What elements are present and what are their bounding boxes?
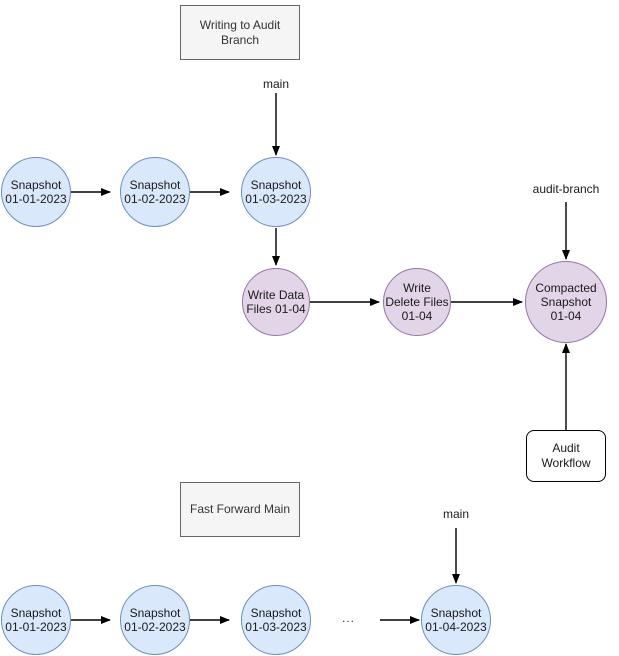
node-snapshot-01-02-2023-bottom[interactable]: Snapshot 01-02-2023 [120,585,190,655]
node-snapshot-01-04-2023-bottom[interactable]: Snapshot 01-04-2023 [421,585,491,655]
node-snapshot-01-01-2023-top[interactable]: Snapshot 01-01-2023 [1,157,71,227]
node-audit-workflow[interactable]: Audit Workflow [526,430,606,482]
node-compacted-snapshot[interactable]: Compacted Snapshot 01-04 [525,261,607,343]
node-snapshot-01-03-2023-bottom[interactable]: Snapshot 01-03-2023 [241,585,311,655]
branch-label-main-bottom: main [442,507,469,521]
ellipsis-label: ... [342,611,356,625]
branch-label-main-top: main [262,77,289,91]
node-write-data-files[interactable]: Write Data Files 01-04 [242,268,310,336]
group-fast-forward-main[interactable]: Fast Forward Main [180,482,300,537]
group-writing-to-audit-branch[interactable]: Writing to Audit Branch [180,5,300,60]
node-write-delete-files[interactable]: Write Delete Files 01-04 [383,268,451,336]
node-snapshot-01-03-2023-top[interactable]: Snapshot 01-03-2023 [241,157,311,227]
branch-label-audit-branch: audit-branch [532,182,600,196]
node-snapshot-01-01-2023-bottom[interactable]: Snapshot 01-01-2023 [1,585,71,655]
node-snapshot-01-02-2023-top[interactable]: Snapshot 01-02-2023 [120,157,190,227]
